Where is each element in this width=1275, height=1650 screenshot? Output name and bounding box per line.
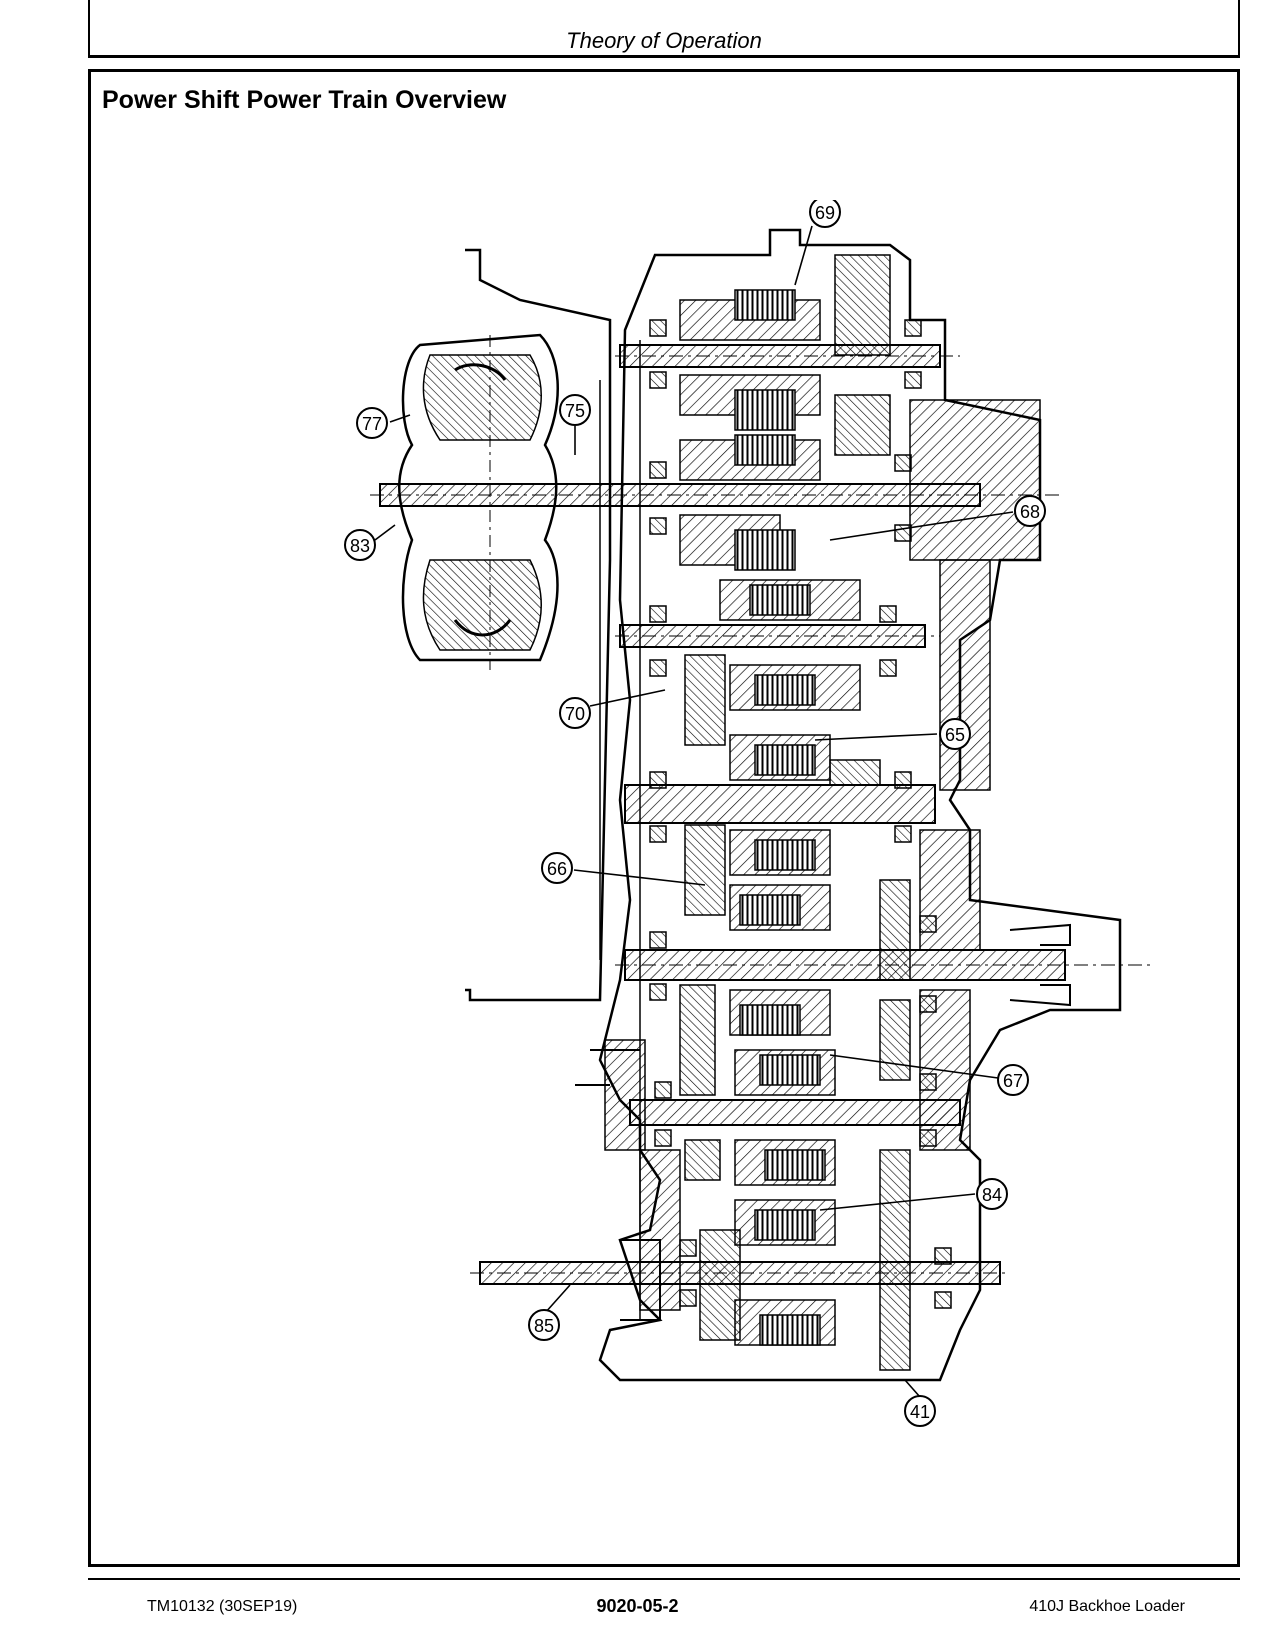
callout-66: 66 xyxy=(541,852,573,884)
svg-text:75: 75 xyxy=(565,401,585,421)
svg-text:84: 84 xyxy=(982,1185,1002,1205)
callout-67: 67 xyxy=(997,1064,1029,1096)
svg-text:41: 41 xyxy=(910,1402,930,1422)
content-frame xyxy=(88,69,1240,1567)
leader-lines xyxy=(374,225,1014,1398)
callouts: 69 77 75 68 83 70 65 66 67 84 85 41 xyxy=(344,200,1046,1427)
svg-text:66: 66 xyxy=(547,859,567,879)
callout-75: 75 xyxy=(559,394,591,426)
callout-65: 65 xyxy=(939,718,971,750)
svg-text:85: 85 xyxy=(534,1316,554,1336)
svg-text:83: 83 xyxy=(350,536,370,556)
callout-85: 85 xyxy=(528,1309,560,1341)
footer-page-number: 9020-05-2 xyxy=(596,1596,679,1616)
svg-text:69: 69 xyxy=(815,203,835,223)
footer-product-name: 410J Backhoe Loader xyxy=(1029,1598,1185,1615)
callout-41: 41 xyxy=(904,1395,936,1427)
callout-83: 83 xyxy=(344,529,376,561)
callout-68: 68 xyxy=(1014,495,1046,527)
page-header-title: Theory of Operation xyxy=(566,28,762,53)
footer-rule xyxy=(88,1578,1240,1580)
callout-77: 77 xyxy=(356,407,388,439)
header-frame: Theory of Operation xyxy=(88,0,1240,58)
footer-doc-id: TM10132 (30SEP19) xyxy=(147,1598,298,1615)
bearings xyxy=(649,319,952,1309)
section-title: Power Shift Power Train Overview xyxy=(102,86,507,114)
svg-text:68: 68 xyxy=(1020,502,1040,522)
transmission-cross-section-diagram: 69 77 75 68 83 70 65 66 67 84 85 41 xyxy=(344,200,1155,1427)
callout-70: 70 xyxy=(559,697,591,729)
callout-69: 69 xyxy=(809,200,841,228)
svg-text:65: 65 xyxy=(945,725,965,745)
clutch-packs xyxy=(679,254,911,1371)
svg-text:67: 67 xyxy=(1003,1071,1023,1091)
callout-84: 84 xyxy=(976,1178,1008,1210)
svg-text:70: 70 xyxy=(565,704,585,724)
svg-text:77: 77 xyxy=(362,414,382,434)
